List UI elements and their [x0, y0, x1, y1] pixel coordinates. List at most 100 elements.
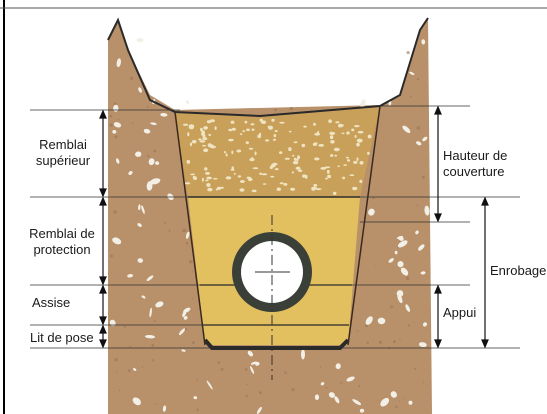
gravel-stone	[259, 173, 262, 175]
soil-pebble	[136, 38, 143, 42]
gravel-stone	[346, 131, 349, 134]
gravel-stone	[263, 183, 267, 185]
gravel-stone	[202, 178, 204, 182]
gravel-stone	[246, 141, 249, 144]
gravel-stone	[313, 123, 316, 126]
gravel-stone	[252, 190, 257, 193]
gravel-stone	[341, 133, 344, 135]
gravel-stone	[368, 135, 372, 139]
soil-speckle	[245, 368, 248, 371]
gravel-stone	[208, 134, 211, 136]
gravel-stone	[253, 167, 259, 169]
gravel-stone	[298, 170, 303, 172]
gravel-stone	[216, 189, 218, 191]
soil-speckle	[259, 391, 262, 394]
gravel-stone	[288, 147, 291, 151]
soil-speckle	[423, 382, 424, 383]
soil-speckle	[191, 271, 193, 273]
gravel-stone	[334, 155, 337, 157]
soil-speckle	[320, 366, 322, 368]
gravel-stone	[338, 165, 340, 167]
soil-speckle	[284, 372, 286, 374]
gravel-stone	[209, 144, 214, 146]
gravel-stone	[203, 148, 208, 152]
gravel-stone	[231, 121, 235, 124]
gravel-stone	[279, 122, 284, 124]
gravel-stone	[296, 167, 301, 170]
label-remblai-superieur-line1: Remblai	[26, 137, 100, 153]
gravel-stone	[240, 188, 245, 192]
gravel-stone	[290, 188, 295, 191]
gravel-stone	[292, 155, 294, 157]
gravel-stone	[280, 182, 284, 184]
gravel-stone	[333, 192, 337, 195]
gravel-stone	[330, 154, 333, 157]
label-appui: Appui	[443, 305, 476, 321]
gravel-stone	[274, 134, 277, 137]
gravel-stone	[293, 161, 298, 165]
soil-speckle	[413, 322, 414, 323]
gravel-stone	[294, 141, 298, 143]
soil-speckle	[132, 122, 134, 124]
soil-speckle	[118, 119, 120, 121]
gravel-stone	[273, 139, 276, 141]
gravel-stone	[334, 148, 340, 152]
soil-speckle	[422, 176, 425, 179]
gravel-stone	[347, 159, 350, 162]
soil-speckle	[115, 358, 118, 361]
gravel-stone	[279, 151, 282, 154]
gravel-stone	[352, 187, 357, 190]
gravel-stone	[203, 126, 208, 130]
gravel-stone	[200, 140, 206, 142]
gravel-stone	[202, 137, 207, 140]
gravel-stone	[353, 161, 357, 164]
gravel-stone	[355, 135, 357, 138]
gravel-stone	[215, 126, 217, 130]
gravel-stone	[303, 126, 306, 128]
gravel-stone	[198, 138, 202, 140]
gravel-stone	[357, 157, 359, 161]
soil-speckle	[154, 150, 157, 153]
gravel-stone	[342, 177, 345, 180]
gravel-stone	[320, 167, 326, 170]
gravel-stone	[327, 175, 331, 179]
soil-speckle	[326, 387, 328, 389]
soil-speckle	[417, 205, 419, 207]
soil-speckle	[393, 340, 396, 343]
soil-speckle	[406, 277, 410, 281]
soil-speckle	[110, 255, 113, 258]
soil-speckle	[247, 384, 249, 386]
gravel-stone	[335, 121, 339, 123]
label-remblai-protection: Remblai de protection	[22, 226, 102, 258]
gravel-stone	[318, 144, 324, 147]
gravel-stone	[185, 182, 190, 184]
gravel-stone	[251, 123, 255, 125]
gravel-stone	[226, 176, 232, 179]
label-assise: Assise	[32, 295, 70, 311]
label-hauteur-couverture-line1: Hauteur de	[443, 148, 507, 164]
soil-pebble	[301, 349, 305, 360]
label-remblai-superieur: Remblai supérieur	[26, 137, 100, 169]
gravel-stone	[270, 166, 273, 169]
gravel-stone	[294, 158, 297, 161]
gravel-stone	[342, 124, 344, 126]
gravel-stone	[249, 148, 253, 150]
gravel-stone	[187, 132, 189, 136]
gravel-stone	[224, 151, 226, 153]
gravel-stone	[193, 176, 196, 179]
gravel-stone	[245, 121, 248, 124]
label-hauteur-couverture-line2: couverture	[443, 164, 507, 180]
label-remblai-protection-line2: protection	[22, 242, 102, 258]
gravel-stone	[242, 130, 245, 132]
gravel-stone	[206, 183, 210, 187]
soil-speckle	[408, 324, 410, 326]
gravel-stone	[314, 142, 317, 144]
soil-speckle	[245, 395, 248, 398]
soil-speckle	[124, 326, 126, 328]
gravel-stone	[330, 132, 332, 134]
soil-speckle	[404, 398, 405, 399]
gravel-stone	[257, 134, 261, 138]
gravel-stone	[231, 169, 235, 171]
gravel-stone	[202, 145, 206, 147]
soil-speckle	[221, 368, 224, 371]
